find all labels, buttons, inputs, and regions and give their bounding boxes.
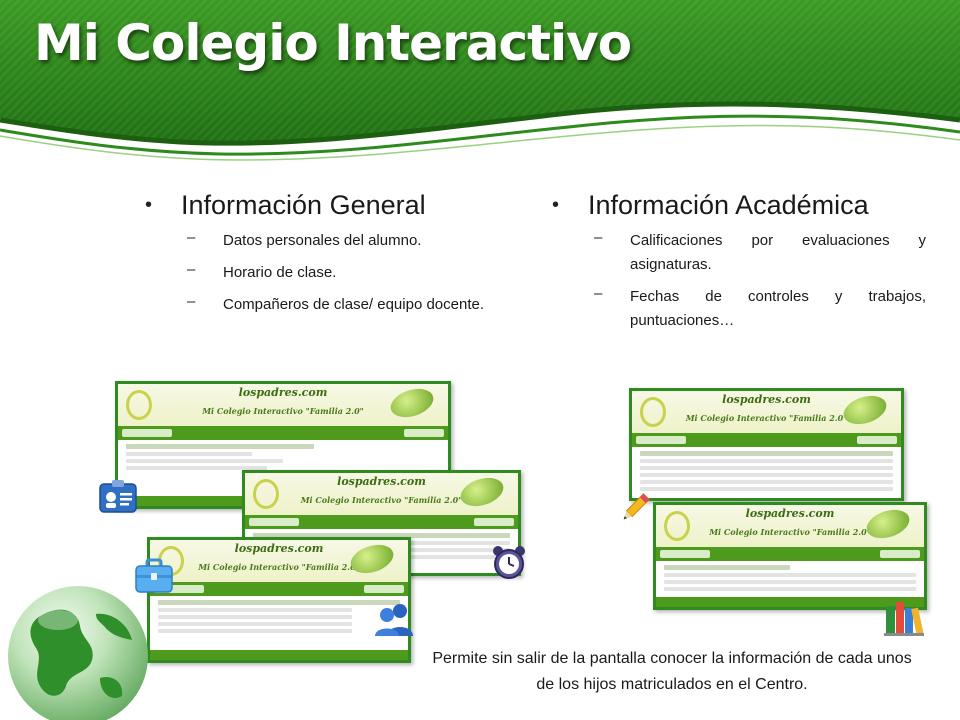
logo: [253, 479, 279, 509]
thumb-content: [632, 447, 901, 498]
thumb-footer: [656, 597, 924, 607]
site-subtitle: Mi Colegio Interactivo "Familia 2.0": [202, 406, 364, 416]
thumb-banner: lospadres.com Mi Colegio Interactivo "Fa…: [118, 384, 448, 426]
briefcase-icon: [135, 558, 173, 593]
item-text: Horario de clase.: [223, 264, 337, 281]
logo: [664, 511, 690, 541]
mascot-icon: [347, 540, 397, 579]
site-name: lospadres.com: [234, 542, 324, 555]
site-name: lospadres.com: [337, 475, 426, 488]
info-academica-heading: • Información Académica: [552, 190, 926, 221]
item-text: Calificaciones por evaluaciones y asigna…: [630, 232, 926, 273]
site-name: lospadres.com: [722, 393, 811, 406]
screenshot-controles: lospadres.com Mi Colegio Interactivo "Fa…: [653, 502, 927, 610]
books-icon: [884, 602, 924, 636]
heading-text: Información Académica: [588, 190, 869, 220]
info-general-column: • Información General – Datos personales …: [145, 190, 517, 325]
info-academica-list: – Calificaciones por evaluaciones y asign…: [552, 229, 926, 333]
thumb-navbar: [118, 426, 448, 440]
thumb-footer: [150, 650, 408, 660]
heading-text: Información General: [181, 190, 426, 220]
site-name: lospadres.com: [238, 386, 328, 399]
bullet-icon: •: [145, 194, 153, 216]
item-text: Compañeros de clase/ equipo docente.: [223, 296, 485, 313]
info-general-list: – Datos personales del alumno. – Horario d…: [145, 229, 517, 317]
thumb-banner: lospadres.com Mi Colegio Interactivo "Fa…: [150, 540, 408, 582]
list-item: – Fechas de controles y trabajos, puntuac…: [594, 285, 926, 333]
info-academica-column: • Información Académica – Calificaciones …: [552, 190, 926, 341]
mascot-icon: [457, 473, 507, 512]
screenshot-calificaciones: lospadres.com Mi Colegio Interactivo "Fa…: [629, 388, 904, 501]
info-general-heading: • Información General: [145, 190, 517, 221]
pencil-icon: [623, 493, 650, 520]
site-subtitle: Mi Colegio Interactivo "Familia 2.0": [685, 413, 848, 423]
users-icon: [375, 604, 413, 636]
globe-icon: [8, 586, 148, 720]
dash-icon: –: [594, 229, 603, 246]
bullet-icon: •: [552, 194, 560, 216]
mascot-icon: [387, 384, 437, 423]
thumb-banner: lospadres.com Mi Colegio Interactivo "Fa…: [656, 505, 924, 547]
thumb-content: [118, 440, 448, 477]
header-banner: Mi Colegio Interactivo: [0, 0, 960, 170]
thumb-navbar: [245, 515, 518, 529]
caption: Permite sin salir de la pantalla conocer…: [432, 650, 912, 693]
dash-icon: –: [187, 293, 196, 310]
mascot-icon: [863, 505, 913, 544]
thumb-banner: lospadres.com Mi Colegio Interactivo "Fa…: [245, 473, 518, 515]
site-name: lospadres.com: [745, 507, 835, 520]
list-item: – Calificaciones por evaluaciones y asign…: [594, 229, 926, 277]
site-subtitle: Mi Colegio Interactivo "Familia 2.0": [709, 527, 871, 537]
thumb-navbar: [656, 547, 924, 561]
page-title: Mi Colegio Interactivo: [34, 14, 632, 72]
list-item: – Compañeros de clase/ equipo docente.: [187, 293, 517, 317]
logo: [640, 397, 666, 427]
list-item: – Horario de clase.: [187, 261, 517, 285]
thumb-navbar: [632, 433, 901, 447]
id-card-icon: [99, 480, 137, 513]
screenshot-companeros: lospadres.com Mi Colegio Interactivo "Fa…: [147, 537, 411, 663]
thumb-banner: lospadres.com Mi Colegio Interactivo "Fa…: [632, 391, 901, 433]
alarm-clock-icon: [493, 546, 525, 579]
dash-icon: –: [187, 261, 196, 278]
site-subtitle: Mi Colegio Interactivo "Familia 2.0": [198, 562, 360, 572]
mascot-icon: [840, 391, 890, 430]
thumb-content: [150, 596, 408, 640]
banner-wave: [0, 0, 960, 161]
list-item: – Datos personales del alumno.: [187, 229, 517, 253]
item-text: Fechas de controles y trabajos, puntuaci…: [630, 288, 926, 329]
dash-icon: –: [187, 229, 196, 246]
thumb-content: [656, 561, 924, 598]
item-text: Datos personales del alumno.: [223, 232, 422, 249]
dash-icon: –: [594, 285, 603, 302]
site-subtitle: Mi Colegio Interactivo "Familia 2.0": [300, 495, 463, 505]
logo: [126, 390, 152, 420]
thumb-navbar: [150, 582, 408, 596]
